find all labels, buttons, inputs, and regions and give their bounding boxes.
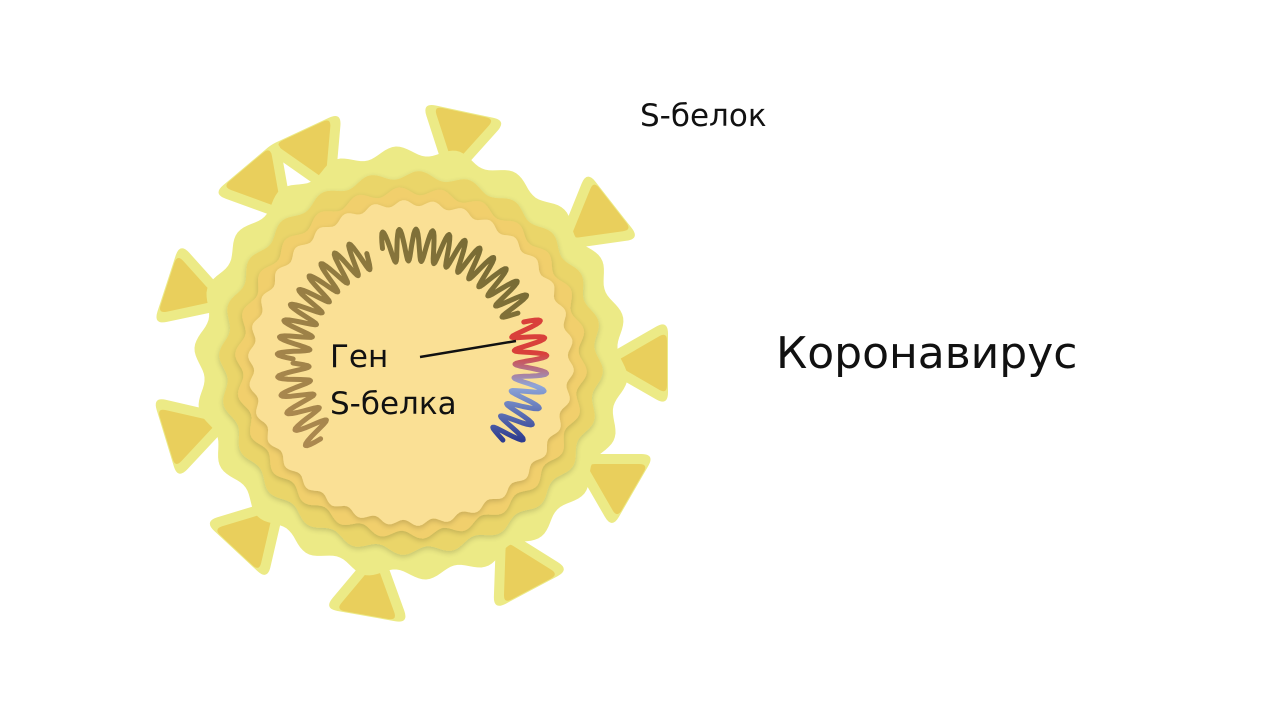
spike-protein bbox=[160, 257, 216, 313]
spike-protein bbox=[435, 107, 492, 162]
spike-protein bbox=[226, 150, 280, 207]
spike-protein bbox=[588, 464, 646, 515]
rna-genome-strand bbox=[274, 226, 530, 449]
spike-protein bbox=[503, 544, 555, 601]
spike-protein bbox=[572, 184, 629, 238]
gene-label: Ген S-белка bbox=[330, 334, 457, 428]
spike-protein-label: S-белок bbox=[640, 98, 767, 134]
spike-protein bbox=[278, 120, 331, 177]
s-protein-gene-segment bbox=[490, 317, 550, 443]
virus-title: Коронавирус bbox=[776, 328, 1078, 379]
spike-protein bbox=[616, 334, 667, 392]
gene-label-line2: S-белка bbox=[330, 386, 457, 422]
gene-leader-line bbox=[419, 339, 517, 359]
spike-protein bbox=[339, 565, 395, 620]
spike-protein bbox=[159, 409, 215, 464]
spike-protein bbox=[217, 512, 272, 568]
gene-label-line1: Ген bbox=[330, 339, 389, 375]
